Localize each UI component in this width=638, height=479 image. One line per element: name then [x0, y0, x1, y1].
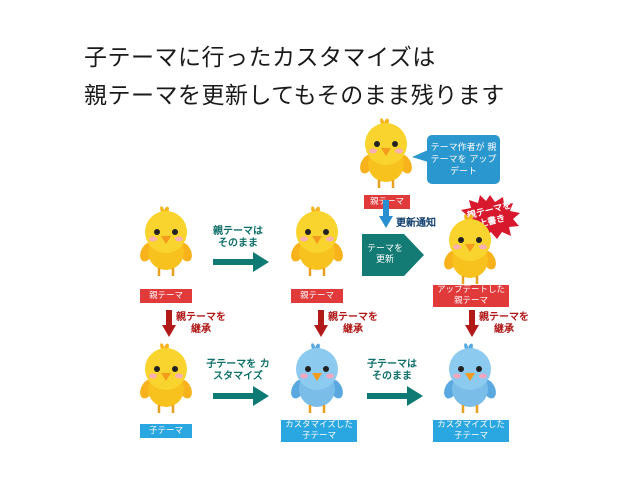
author-update-callout: テーマ作者が 親テーマを アップデート	[427, 135, 500, 184]
inherit-text-2: 親テーマを 継承	[327, 312, 379, 336]
teal-arrow-right-icon	[213, 386, 269, 406]
teal-arrow-right-icon	[367, 386, 423, 406]
title-line-1: 子テーマに行ったカスタマイズは	[84, 38, 436, 72]
updated-parent-theme-label: アップデートした 親テーマ	[433, 285, 509, 307]
blue-chick-icon	[446, 343, 496, 415]
customize-child-text: 子テーマを カスタマイズ	[204, 359, 272, 383]
inherit-text-1: 親テーマを 継承	[175, 312, 227, 336]
theme-update-text: テーマを 更新	[362, 240, 408, 270]
parent-theme-label-1: 親テーマ	[140, 289, 192, 303]
yellow-chick-icon	[446, 214, 496, 286]
title-line-2: 親テーマを更新してもそのまま残ります	[84, 76, 505, 110]
yellow-chick-icon	[362, 118, 412, 190]
child-theme-label: 子テーマ	[140, 424, 192, 438]
customized-child-label-2: カスタマイズした 子テーマ	[433, 420, 509, 442]
inherit-text-3: 親テーマを 継承	[478, 312, 530, 336]
red-arrow-down-icon	[314, 310, 328, 338]
child-unchanged-text: 子テーマは そのまま	[362, 359, 422, 383]
notice-arrow-down-icon	[379, 200, 393, 230]
yellow-chick-icon	[293, 206, 343, 278]
red-arrow-down-icon	[465, 310, 479, 338]
callout-pointer	[412, 150, 428, 164]
red-arrow-down-icon	[162, 310, 176, 338]
customized-child-label-1: カスタマイズした 子テーマ	[281, 420, 357, 442]
parent-unchanged-text: 親テーマは そのまま	[208, 226, 268, 250]
teal-arrow-right-icon	[213, 252, 269, 272]
blue-chick-icon	[293, 343, 343, 415]
yellow-chick-icon	[142, 343, 192, 415]
update-notice-text: 更新通知	[396, 214, 436, 229]
parent-theme-label-2: 親テーマ	[291, 289, 343, 303]
yellow-chick-icon	[142, 206, 192, 278]
